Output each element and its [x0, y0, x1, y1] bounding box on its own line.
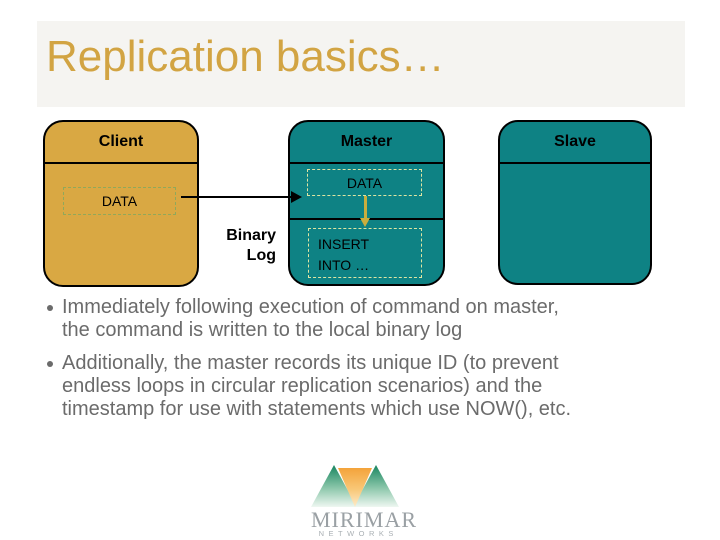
client-box-header: Client	[45, 122, 197, 164]
slave-label: Slave	[554, 133, 596, 150]
mirimar-logo: MIRIMAR NETWORKS	[311, 465, 418, 538]
binary-log-label: Binary Log	[180, 226, 276, 266]
data-to-binlog-arrowhead-icon	[360, 218, 370, 227]
master-data-box: DATA	[307, 169, 422, 196]
client-label: Client	[98, 133, 144, 150]
data-to-binlog-arrow	[364, 196, 367, 218]
master-box: Master DATA INSERT INTO …	[288, 120, 445, 286]
bullet-line: the command is written to the local bina…	[62, 319, 463, 341]
client-to-master-arrow	[181, 196, 292, 198]
master-label: Master	[340, 133, 393, 150]
bullet-line: Additionally, the master records its uni…	[62, 352, 559, 374]
client-box: Client DATA	[43, 120, 199, 287]
slide-title: Replication basics…	[46, 32, 445, 81]
slave-box: Slave	[498, 120, 652, 285]
bullet-line: timestamp for use with statements which …	[62, 398, 572, 420]
client-to-master-arrowhead-icon	[291, 191, 302, 203]
client-data-label: DATA	[101, 193, 138, 209]
insert-line-1: INSERT	[318, 236, 370, 252]
binary-log-label-line1: Binary	[226, 227, 276, 244]
slave-box-header: Slave	[500, 122, 650, 164]
bullet-line: endless loops in circular replication sc…	[62, 375, 543, 397]
logo-subtitle: NETWORKS	[318, 529, 398, 538]
bullet-list: Immediately following execution of comma…	[44, 296, 676, 421]
logo-wordmark: MIRIMAR	[311, 507, 418, 532]
bullet-line: Immediately following execution of comma…	[62, 296, 559, 318]
bullet-dot-icon	[47, 361, 53, 367]
bullet-item: Additionally, the master records its uni…	[44, 352, 676, 421]
client-data-box: DATA	[63, 187, 176, 215]
title-bar: Replication basics…	[37, 21, 685, 107]
insert-into-box: INSERT INTO …	[308, 228, 422, 278]
master-box-header: Master	[290, 122, 443, 164]
insert-line-2: INTO …	[318, 257, 370, 273]
master-data-label: DATA	[346, 174, 383, 191]
bullet-dot-icon	[47, 305, 53, 311]
binary-log-label-line2: Log	[246, 247, 276, 264]
bullet-item: Immediately following execution of comma…	[44, 296, 676, 342]
